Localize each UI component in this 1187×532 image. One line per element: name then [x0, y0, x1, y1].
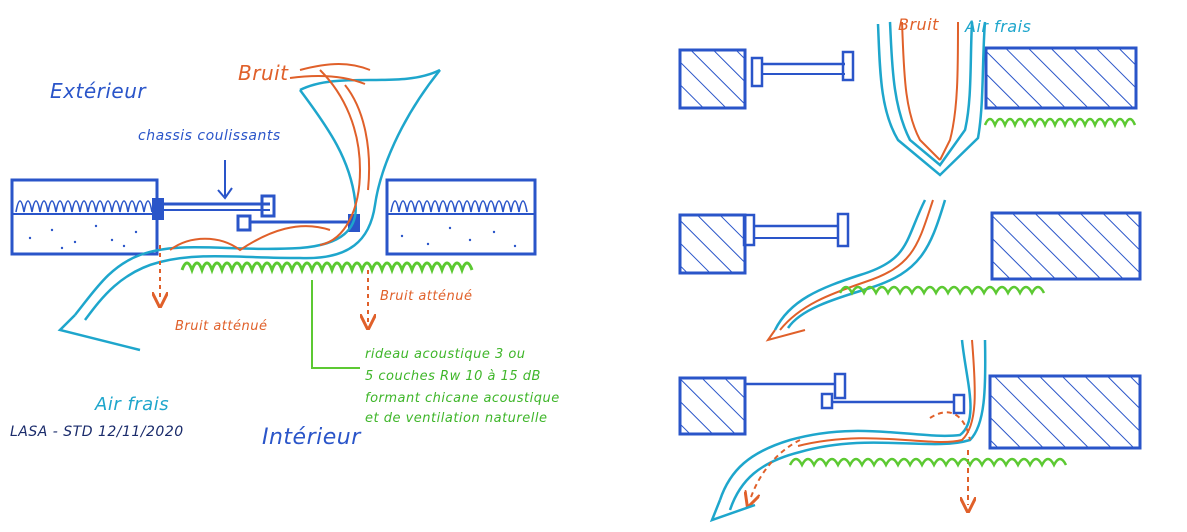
noise-label: Bruit — [238, 61, 289, 85]
noise-label-right: Bruit — [898, 15, 939, 34]
curtain-3 — [790, 459, 1066, 465]
fresh-air-label: Air frais — [94, 394, 169, 415]
panel-2 — [680, 200, 1140, 340]
curtain-note-line-3: formant chicane acoustique — [365, 391, 560, 406]
curtain-note-line-4: et de ventilation naturelle — [365, 411, 547, 426]
curtain-note-line-1: rideau acoustique 3 ou — [365, 347, 526, 362]
interior-label: Intérieur — [262, 425, 362, 450]
wall-left-2 — [680, 215, 745, 273]
left-diagram: Extérieur Bruit chassis coulissants Brui… — [0, 0, 600, 532]
frames-label: chassis coulissants — [138, 128, 281, 144]
right-wall — [387, 180, 535, 254]
wall-right-1 — [986, 48, 1136, 108]
curtain-2 — [840, 287, 1044, 293]
noise-path — [160, 64, 370, 322]
curtain-note-line-2: 5 couches Rw 10 à 15 dB — [365, 369, 541, 384]
wall-left-3 — [680, 378, 745, 434]
left-wall — [12, 180, 157, 254]
attenuated-noise-left: Bruit atténué — [175, 319, 267, 334]
wall-left-1 — [680, 50, 745, 108]
wall-right-3 — [990, 376, 1140, 448]
wall-right-2 — [992, 213, 1140, 279]
left-sketch: Extérieur Bruit chassis coulissants Brui… — [0, 0, 600, 532]
signature: LASA - STD 12/11/2020 — [10, 424, 184, 440]
acoustic-curtain — [182, 263, 472, 270]
attenuated-noise-right: Bruit atténué — [380, 289, 472, 304]
right-sketch: Bruit Air frais — [640, 0, 1187, 532]
curtain-leader — [312, 280, 360, 368]
fresh-air-label-right: Air frais — [964, 17, 1031, 36]
curtain-note: rideau acoustique 3 ou 5 couches Rw 10 à… — [365, 347, 560, 426]
sliding-frames — [152, 160, 360, 232]
curtain-1 — [985, 119, 1135, 125]
panel-1: Bruit Air frais — [680, 15, 1136, 175]
right-diagram: Bruit Air frais — [640, 0, 1187, 532]
panel-3 — [680, 340, 1140, 520]
exterior-label: Extérieur — [50, 79, 147, 103]
